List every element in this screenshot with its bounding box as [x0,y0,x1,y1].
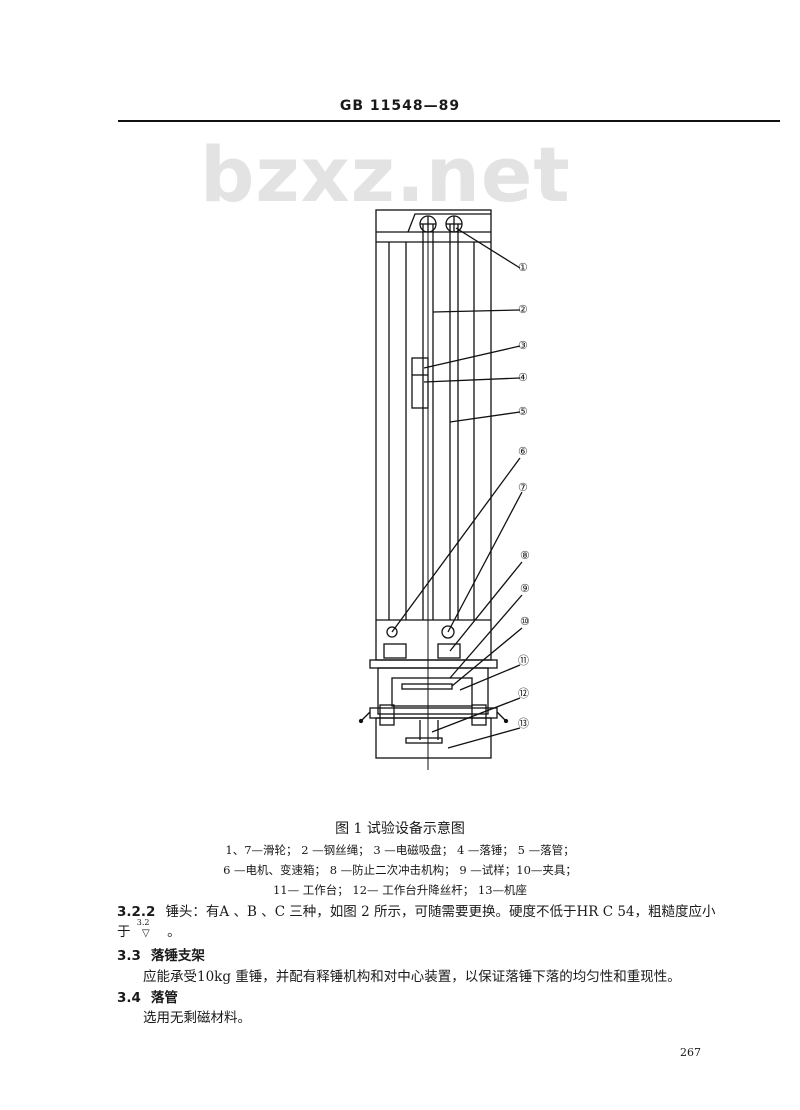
section-number: 3.3 [117,948,141,964]
section-3-2-2-continuation: 于 3.2 ▽ 。 [117,918,181,940]
header-rule [118,120,780,122]
callout-6: ⑥ [518,445,528,458]
section-3-4-heading: 3.4 落管 [117,986,178,1006]
callout-8: ⑧ [520,549,530,562]
roughness-value: 3.2 [136,918,150,927]
callout-13: ⑬ [518,717,529,730]
header-code: GB 11548—89 [339,98,461,114]
figure-legend-line-3: 11— 工作台； 12— 工作台升降丝杆； 13—机座 [272,883,528,897]
section-number: 3.4 [117,990,141,1006]
roughness-symbol: 3.2 ▽ [135,918,157,940]
section-3-3-body: 应能承受10kg 重锤，并配有释锤机构和对中心装置，以保证落锤下落的均匀性和重现… [143,969,681,985]
figure-caption: 图 1 试验设备示意图 [335,821,465,837]
callout-4: ④ [518,371,528,384]
callout-7: ⑦ [518,481,528,494]
section-3-3-heading: 3.3 落锤支架 [117,944,205,964]
apparatus-diagram [358,209,523,770]
section-text: 锤头：有A 、B 、C 三种，如图 2 所示，可随需要更换。硬度不低于HR C … [165,904,716,920]
callout-9: ⑨ [520,582,530,595]
section-title: 落锤支架 [150,948,205,964]
callout-3: ③ [518,339,528,352]
figure-legend-line-1: 1、7—滑轮； 2 —钢丝绳； 3 —电磁吸盘； 4 —落锤； 5 —落管； [225,843,575,857]
page-number: 267 [680,1046,701,1059]
watermark: bzxz.net [200,130,571,219]
section-3-4-body: 选用无剩磁材料。 [143,1010,251,1026]
callout-10: ⑩ [520,615,530,628]
figure-legend-line-2: 6 —电机、变速箱； 8 —防止二次冲击机构； 9 —试样；10—夹具； [223,863,577,877]
callout-2: ② [518,303,528,316]
continuation-prefix: 于 [117,924,131,940]
callout-1: ① [518,261,528,274]
continuation-suffix: 。 [167,924,181,940]
section-title: 落管 [150,990,178,1006]
callout-11: ⑪ [518,654,529,667]
callout-12: ⑫ [518,687,529,700]
section-number: 3.2.2 [117,904,156,920]
callout-5: ⑤ [518,405,528,418]
figure-test-apparatus: ① ② ③ ④ ⑤ ⑥ ⑦ ⑧ ⑨ ⑩ ⑪ ⑫ ⑬ [340,200,560,780]
roughness-triangle-icon: ▽ [141,928,150,939]
section-3-2-2: 3.2.2 锤头：有A 、B 、C 三种，如图 2 所示，可随需要更换。硬度不低于… [117,900,716,920]
